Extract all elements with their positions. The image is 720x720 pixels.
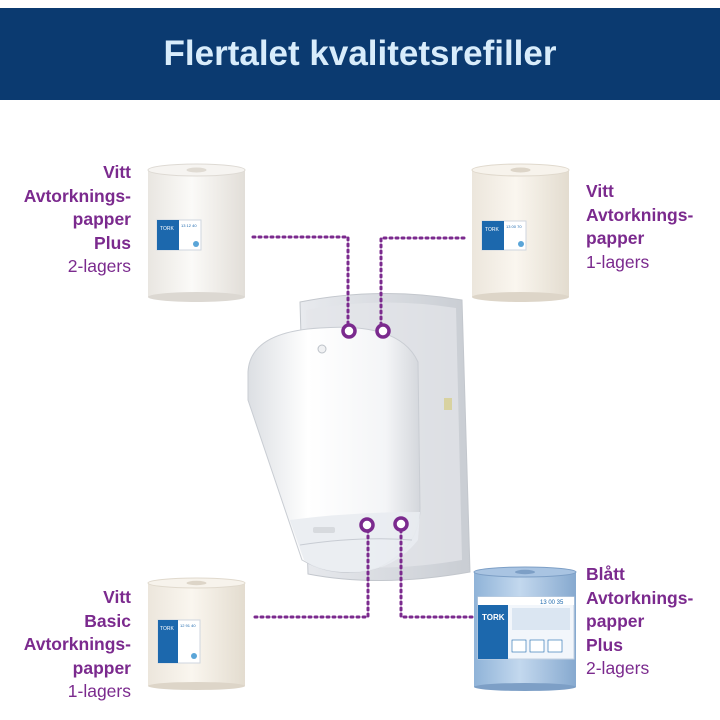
label-white-plus: Vitt Avtorknings- papper Plus 2-lagers xyxy=(0,161,131,279)
pack-code: 13 12 40 xyxy=(181,223,197,228)
connectors xyxy=(251,235,474,619)
label-line: papper xyxy=(72,209,131,229)
label-line: papper xyxy=(586,611,645,631)
connector-white-basic xyxy=(253,526,370,619)
roll-white-basic: TORK 12 91 40 xyxy=(147,577,246,690)
label-line: Avtorknings- xyxy=(586,204,694,225)
title-banner: Flertalet kvalitetsrefiller xyxy=(0,8,720,100)
connector-blue-plus xyxy=(399,526,474,619)
label-line: Vitt xyxy=(586,181,614,201)
roll-white: TORK 13 00 70 xyxy=(471,163,570,302)
markers xyxy=(341,323,409,533)
pack-code: 12 91 40 xyxy=(180,623,196,628)
ply-label: 1-lagers xyxy=(67,681,131,701)
brand-text: TORK xyxy=(160,626,174,632)
roll-blue-plus: 13 00 35 TORK xyxy=(473,566,577,691)
label-line: Plus xyxy=(94,232,131,253)
dispenser xyxy=(247,292,471,582)
label-line: papper xyxy=(586,228,645,248)
product-label: TORK 13 12 40 xyxy=(156,219,202,251)
label-line: Avtorknings- xyxy=(586,587,694,608)
ply-label: 2-lagers xyxy=(586,658,650,678)
label-line: Blått xyxy=(586,564,625,584)
label-line: Plus xyxy=(586,634,623,655)
brand-text: TORK xyxy=(160,226,174,232)
label-line: Basic xyxy=(84,610,131,631)
marker-blue-plus xyxy=(393,516,409,532)
ply-label: 1-lagers xyxy=(586,251,650,272)
product-label: TORK 12 91 40 xyxy=(157,619,201,664)
label-line: Avtorknings- xyxy=(23,185,131,206)
marker-white-basic xyxy=(359,517,375,533)
roll-white-plus: TORK 13 12 40 xyxy=(147,163,246,302)
product-label: TORK 13 00 70 xyxy=(481,220,527,251)
marker-white xyxy=(375,323,391,339)
pack-code: 13 00 35 xyxy=(540,600,564,606)
label-white-basic: Vitt Basic Avtorknings- papper 1-lagers xyxy=(0,586,131,704)
pack-code: 13 00 70 xyxy=(506,224,522,229)
product-label: 13 00 35 TORK xyxy=(477,596,575,660)
marker-white-plus xyxy=(341,323,357,339)
label-line: Avtorknings- xyxy=(23,634,131,654)
label-line: papper xyxy=(72,657,131,678)
label-line: Vitt xyxy=(103,162,131,182)
connector-white xyxy=(379,236,466,329)
label-white: Vitt Avtorknings- papper 1-lagers xyxy=(586,180,693,274)
page-title: Flertalet kvalitetsrefiller xyxy=(163,34,557,73)
brand-text: TORK xyxy=(482,613,505,622)
label-line: Vitt xyxy=(103,587,131,607)
connector-white-plus xyxy=(251,235,350,329)
brand-text: TORK xyxy=(485,227,499,233)
label-blue-plus: Blått Avtorknings- papper Plus 2-lagers xyxy=(586,563,693,681)
ply-label: 2-lagers xyxy=(67,256,131,276)
